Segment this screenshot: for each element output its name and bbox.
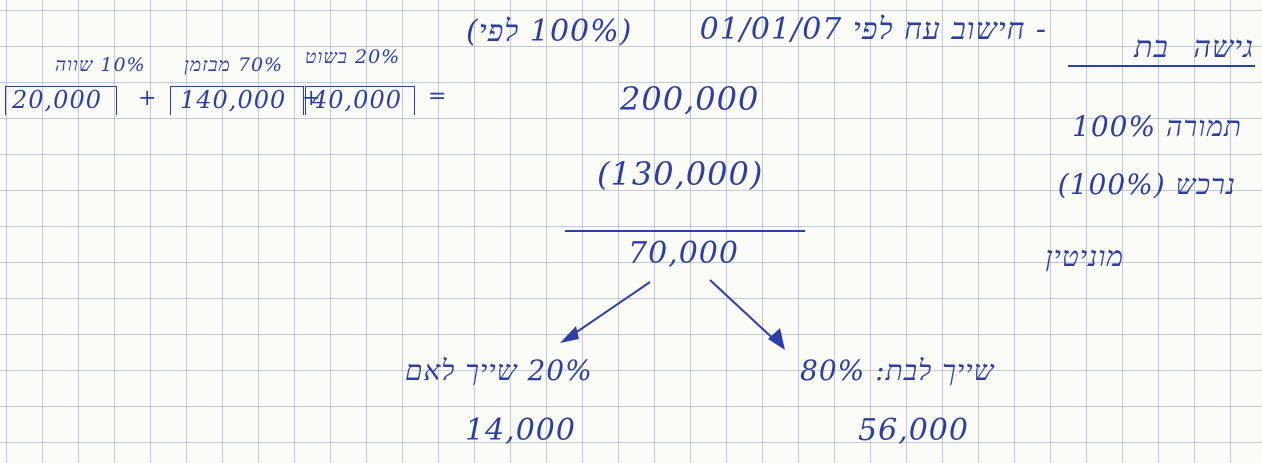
split-right-value: 56,000 bbox=[858, 413, 969, 448]
arrow-right-line bbox=[709, 279, 781, 346]
breakdown-col1-box bbox=[5, 86, 117, 115]
label-inventory: תמורה 100% bbox=[1072, 110, 1242, 143]
breakdown-equals: = bbox=[428, 84, 448, 109]
split-right-label: שייך לבת: 80% bbox=[800, 354, 995, 387]
breakdown-col2-box bbox=[170, 86, 304, 115]
breakdown-plus1: + bbox=[138, 86, 158, 111]
breakdown-col1-value: 20,000 bbox=[12, 86, 102, 114]
calc-minus: (130,000) bbox=[597, 155, 764, 193]
calc-consideration: 200,000 bbox=[620, 80, 760, 118]
header-title: - חישוב עח לפי 01/01/07 bbox=[699, 12, 1047, 47]
breakdown-col2-header: 70% מבזמן bbox=[184, 54, 284, 76]
breakdown-col2-value: 140,000 bbox=[180, 86, 287, 114]
arrow-left-line bbox=[564, 281, 651, 341]
split-left-value: 14,000 bbox=[465, 413, 576, 448]
label-goodwill: מוניטין bbox=[1045, 240, 1124, 273]
split-left-label: 20% שייך לאם bbox=[405, 354, 593, 387]
breakdown-col3-box bbox=[305, 86, 415, 115]
breakdown-col3-value: 40,000 bbox=[312, 86, 402, 114]
header-entity: גישה בת bbox=[1134, 30, 1254, 65]
calc-difference: 70,000 bbox=[628, 236, 739, 271]
breakdown-col3-header: 20% בשוט bbox=[305, 46, 401, 68]
breakdown-plus2: + bbox=[302, 86, 322, 111]
header-percent-note: (100% לפי) bbox=[466, 14, 633, 49]
header-entity-name: בת bbox=[1134, 30, 1169, 65]
breakdown-col1-header: 10% שווה bbox=[55, 54, 146, 76]
header-entity-label: גישה bbox=[1193, 30, 1254, 65]
arrow-right-head bbox=[768, 328, 785, 350]
arrow-left-head bbox=[560, 326, 579, 343]
label-purchased: נרכש (100%) bbox=[1057, 168, 1236, 201]
